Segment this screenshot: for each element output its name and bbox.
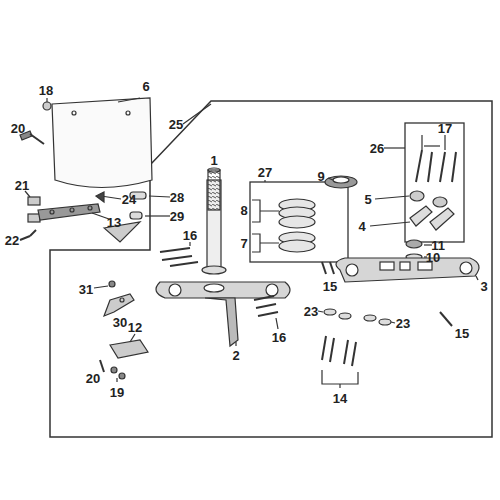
callout-number: 23: [304, 305, 318, 318]
callout-number: 28: [170, 191, 184, 204]
callout-number: 22: [5, 234, 19, 247]
callout-number: 2: [232, 349, 239, 362]
callout-number: 10: [426, 251, 440, 264]
callout-number: 6: [142, 80, 149, 93]
callout-number: 26: [370, 142, 384, 155]
callout-number: 25: [169, 118, 183, 131]
callout-number: 5: [364, 193, 371, 206]
callout-number: 12: [128, 321, 142, 334]
callout-number: 7: [240, 237, 247, 250]
callout-number: 19: [110, 386, 124, 399]
callout-number: 16: [272, 331, 286, 344]
callout-number: 14: [333, 392, 347, 405]
callout-number: 13: [107, 216, 121, 229]
callout-number: 15: [323, 280, 337, 293]
callout-number: 21: [15, 179, 29, 192]
callout-number: 15: [455, 327, 469, 340]
callout-number: 27: [258, 166, 272, 179]
callout-number: 1: [210, 154, 217, 167]
callout-number: 18: [39, 84, 53, 97]
callout-number: 17: [438, 122, 452, 135]
callout-number: 8: [240, 204, 247, 217]
callout-number: 3: [480, 280, 487, 293]
callout-number: 31: [79, 283, 93, 296]
callout-number: 4: [358, 220, 365, 233]
callout-number: 30: [113, 316, 127, 329]
callout-number: 29: [170, 210, 184, 223]
callout-number: 20: [86, 372, 100, 385]
callout-number: 24: [122, 193, 136, 206]
callout-number: 16: [183, 229, 197, 242]
callout-number: 23: [396, 317, 410, 330]
callout-number: 20: [11, 122, 25, 135]
callout-number: 9: [317, 170, 324, 183]
